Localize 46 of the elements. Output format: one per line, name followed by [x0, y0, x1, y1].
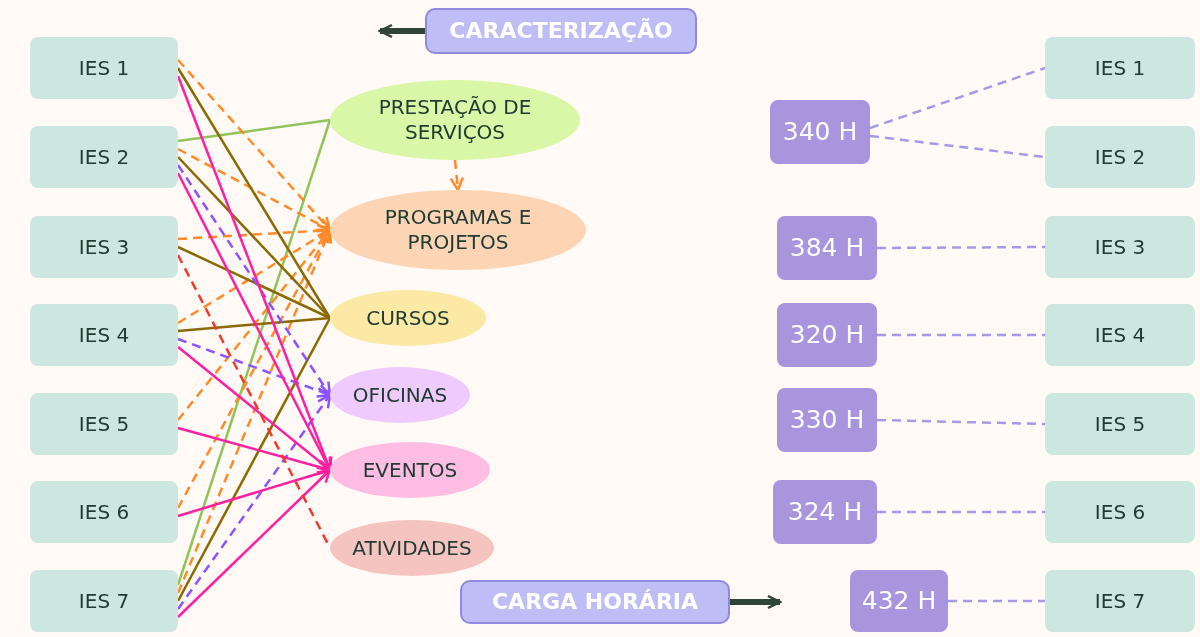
institution-box: IES 3	[1045, 216, 1195, 278]
connector-line	[177, 118, 331, 143]
dashed-arrow	[177, 228, 332, 421]
title-tag: CARACTERIZAÇÃO	[425, 8, 697, 54]
hours-box: 432 H	[850, 570, 948, 632]
arrow	[378, 23, 425, 39]
category-ellipse: CURSOS	[330, 290, 486, 346]
institution-box: IES 2	[1045, 126, 1195, 188]
dashed-line	[877, 245, 1045, 250]
institution-box: IES 1	[1045, 37, 1195, 99]
dashed-line	[869, 134, 1046, 159]
institution-box: IES 4	[30, 304, 178, 366]
institution-box: IES 7	[30, 570, 178, 632]
dashed-line	[877, 510, 1045, 514]
title-tag: CARGA HORÁRIA	[460, 580, 730, 624]
institution-box: IES 6	[1045, 481, 1195, 543]
arrow	[730, 594, 782, 610]
connector-line	[176, 67, 332, 319]
hours-box: 340 H	[770, 100, 870, 164]
institution-box: IES 5	[1045, 393, 1195, 455]
hours-box: 320 H	[777, 303, 877, 367]
dashed-line	[948, 599, 1045, 603]
category-ellipse: PRESTAÇÃO DE SERVIÇOS	[330, 80, 580, 160]
connector-line	[176, 317, 332, 602]
institution-box: IES 3	[30, 216, 178, 278]
dashed-arrow	[177, 393, 332, 610]
category-ellipse: EVENTOS	[330, 442, 490, 498]
dashed-line	[876, 418, 1046, 426]
category-ellipse: PROGRAMAS E PROJETOS	[330, 190, 586, 270]
dashed-line	[869, 66, 1046, 130]
hours-box: 330 H	[777, 388, 877, 452]
connector-line	[177, 316, 331, 333]
dashed-arrow	[449, 159, 465, 192]
institution-box: IES 6	[30, 481, 178, 543]
connector-line	[176, 119, 332, 586]
institution-box: IES 2	[30, 126, 178, 188]
category-ellipse: OFICINAS	[330, 367, 470, 423]
institution-box: IES 5	[30, 393, 178, 455]
connector-line	[177, 245, 331, 320]
hours-box: 324 H	[773, 480, 877, 544]
dashed-line	[877, 333, 1045, 337]
institution-box: IES 7	[1045, 570, 1195, 632]
hours-box: 384 H	[777, 216, 877, 280]
category-ellipse: ATIVIDADES	[330, 520, 494, 576]
institution-box: IES 1	[30, 37, 178, 99]
institution-box: IES 4	[1045, 304, 1195, 366]
